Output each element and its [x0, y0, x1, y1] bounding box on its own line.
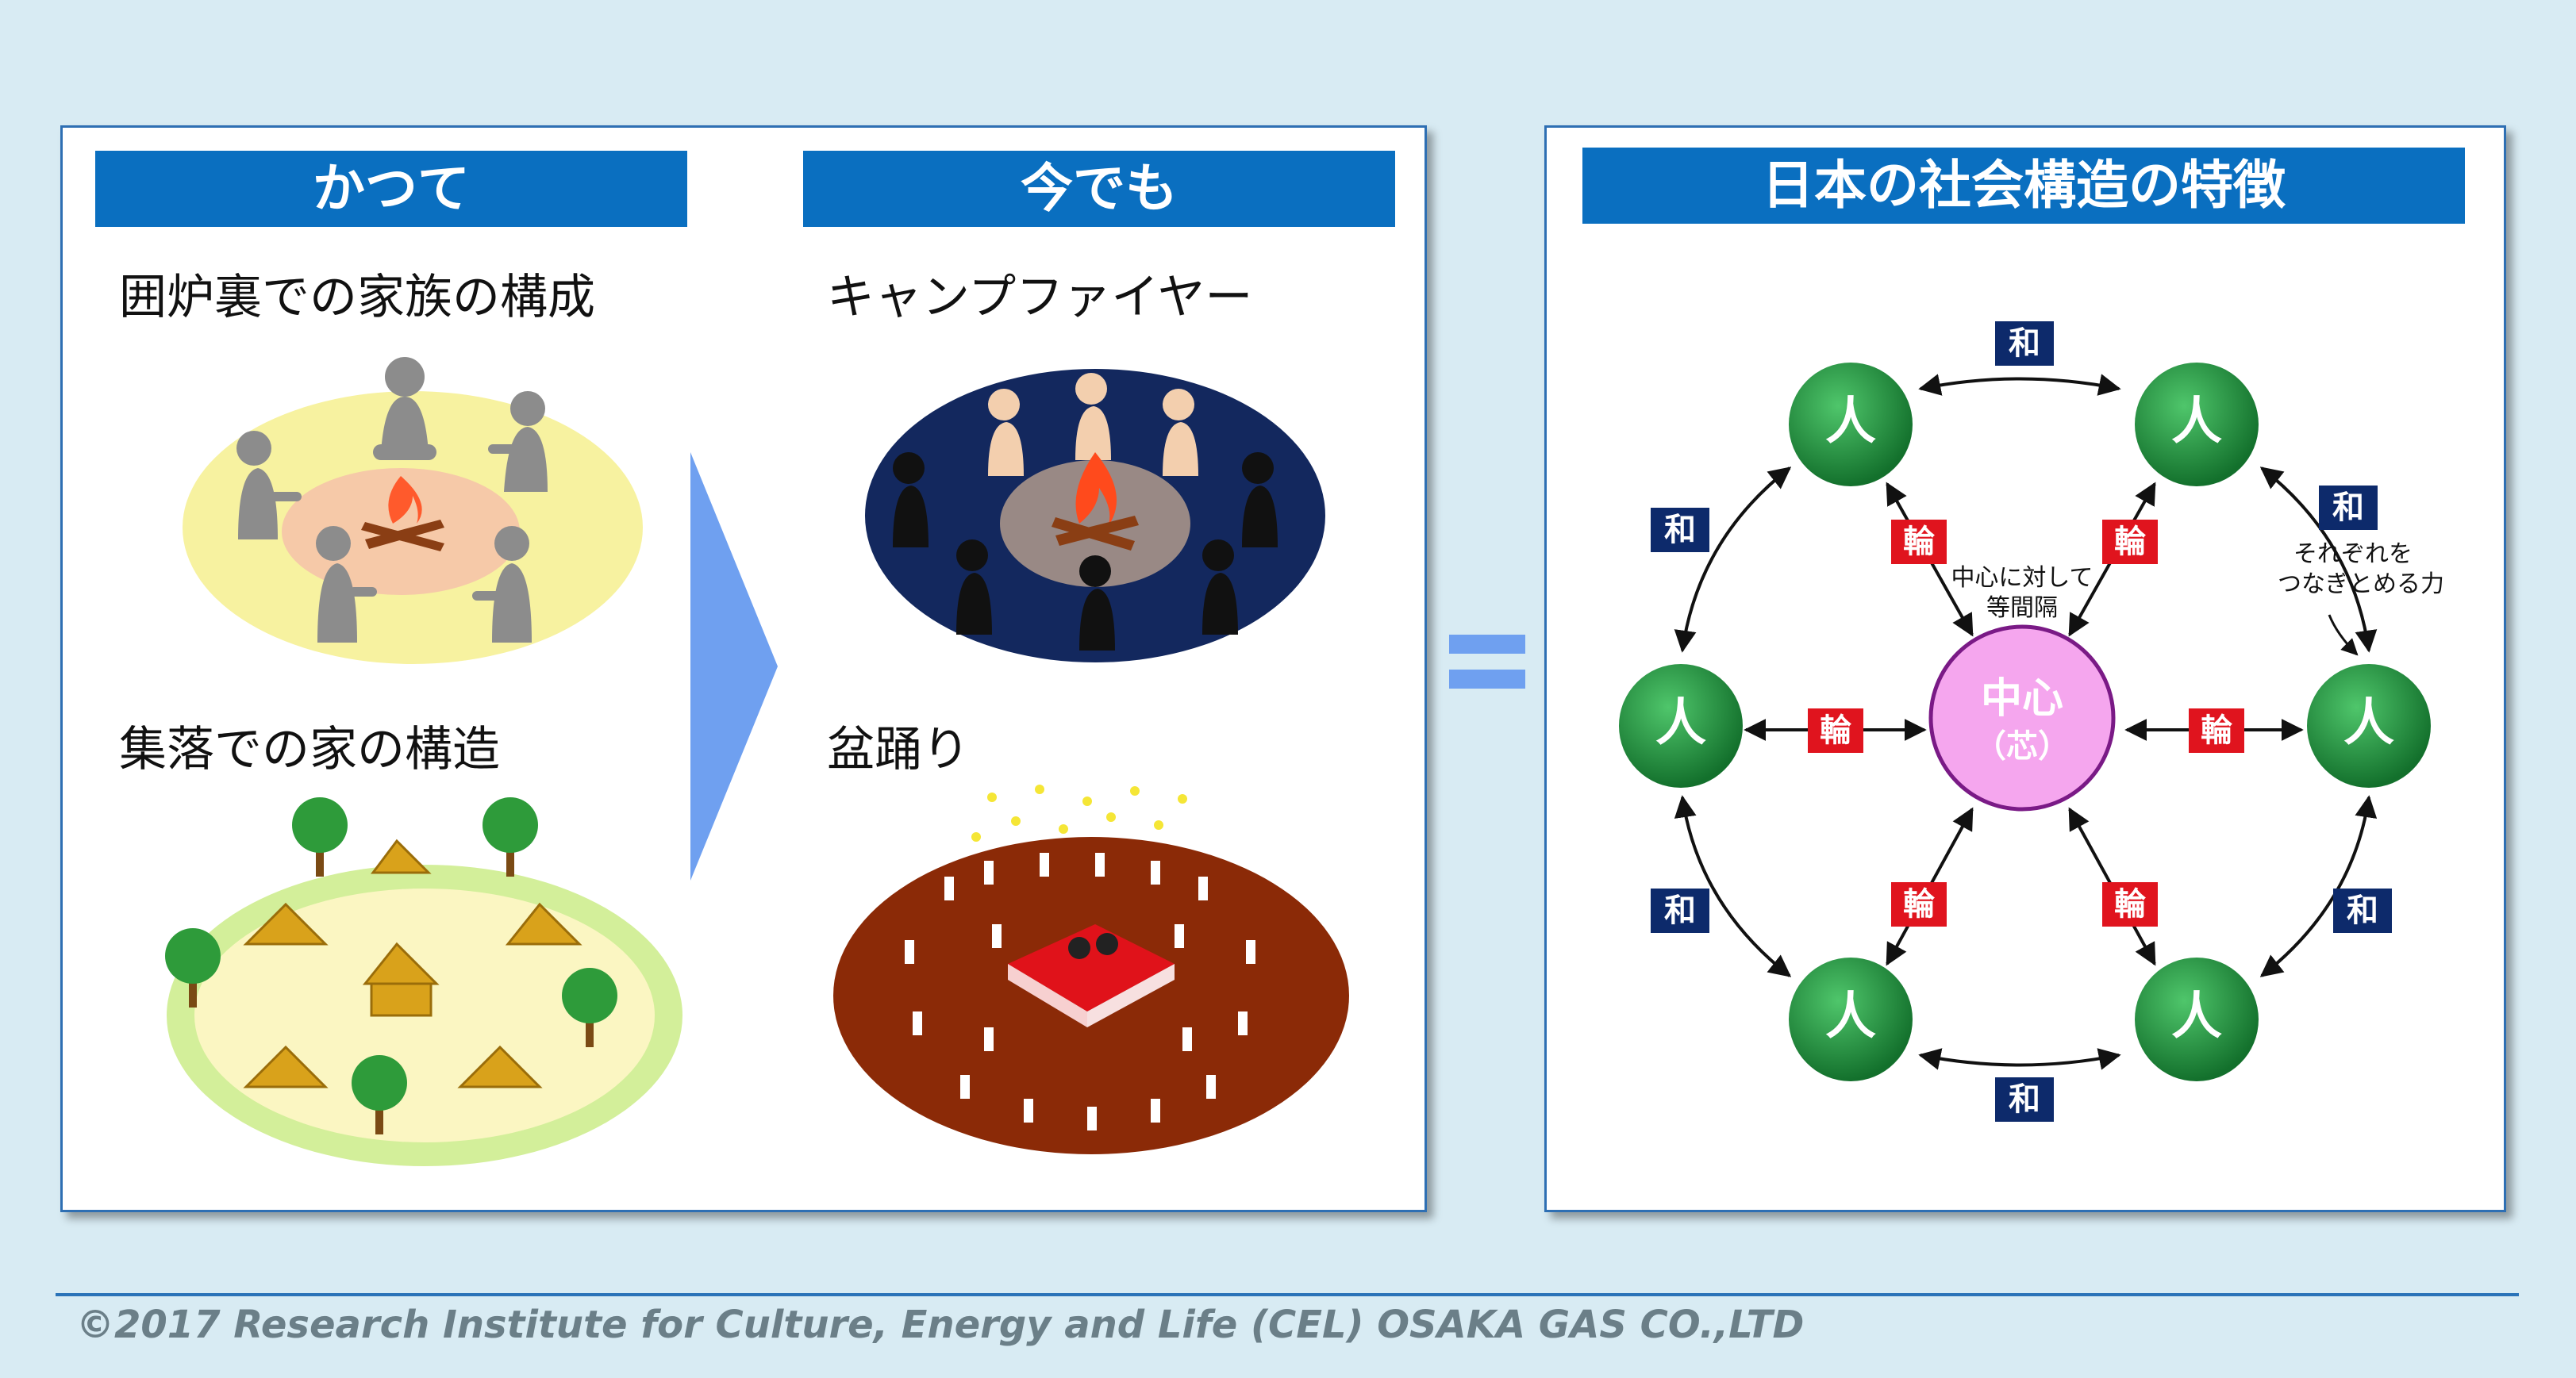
ring-badge-left: 輪: [1820, 712, 1851, 749]
before-header: かつて: [95, 151, 687, 227]
irori-caption: 囲炉裏での家族の構成: [119, 270, 595, 325]
structure-diagram: [1619, 321, 2431, 1122]
ring-badge-upper-left: 輪: [1903, 524, 1935, 560]
center-label: 中心: [1980, 675, 2063, 723]
person-label-left: 人: [1655, 694, 1706, 753]
ring-badge-upper-right: 輪: [2114, 524, 2146, 560]
equidistant-note-line1: 中心に対して: [1951, 564, 2093, 592]
harmony-badge-lower-right: 和: [2347, 892, 2378, 929]
copyright-text: ©2017 Research Institute for Culture, En…: [76, 1303, 1805, 1347]
person-label-bottom-right: 人: [2171, 988, 2222, 1046]
equidistant-note-line2: 等間隔: [1986, 594, 2058, 622]
center-sub-label: （芯）: [1974, 728, 2070, 765]
connect-note-line2: つなぎとめる力: [2278, 570, 2444, 598]
equals-sign: [1449, 635, 1525, 689]
person-label-top-left: 人: [1825, 393, 1876, 451]
person-label-top-right: 人: [2171, 393, 2222, 451]
village-illustration: [165, 797, 682, 1166]
harmony-badge-lower-left: 和: [1664, 892, 1696, 929]
harmony-badge-bottom: 和: [2009, 1081, 2040, 1118]
connect-note-line1: それぞれを: [2293, 540, 2413, 568]
bonodori-illustration: [833, 785, 1349, 1154]
campfire-illustration: [865, 369, 1325, 662]
person-nodes: [1619, 363, 2431, 1081]
person-label-right: 人: [2343, 694, 2394, 753]
ring-badge-right: 輪: [2201, 712, 2232, 749]
village-caption: 集落での家の構造: [119, 722, 500, 777]
bonodori-caption: 盆踊り: [827, 722, 970, 777]
transition-arrow: [690, 452, 778, 881]
person-label-bottom-left: 人: [1825, 988, 1876, 1046]
harmony-badge-upper-right: 和: [2332, 489, 2364, 526]
campfire-caption: キャンプファイヤー: [827, 270, 1253, 325]
harmony-badge-upper-left: 和: [1664, 512, 1696, 548]
irori-illustration: [183, 357, 643, 664]
ring-badge-lower-right: 輪: [2114, 886, 2146, 923]
structure-header: 日本の社会構造の特徴: [1582, 148, 2465, 224]
footer-divider: [56, 1293, 2519, 1296]
harmony-badge-top: 和: [2009, 325, 2040, 362]
ring-badge-lower-left: 輪: [1903, 886, 1935, 923]
now-header: 今でも: [803, 151, 1395, 227]
